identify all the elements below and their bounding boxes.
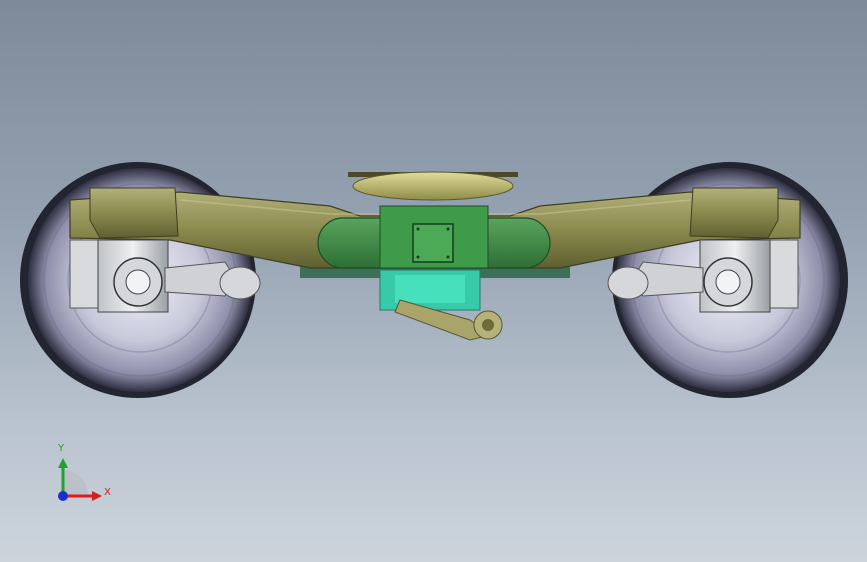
left-axle-box[interactable] <box>69 187 261 313</box>
center-bolster[interactable] <box>300 262 570 311</box>
traction-link[interactable] <box>394 299 503 341</box>
x-axis-label: X <box>104 487 111 498</box>
motor-body[interactable] <box>317 205 551 269</box>
right-axle-box[interactable] <box>607 187 799 313</box>
y-axis-label: Y <box>58 443 65 454</box>
air-spring[interactable] <box>348 171 518 201</box>
coordinate-triad <box>58 458 102 501</box>
